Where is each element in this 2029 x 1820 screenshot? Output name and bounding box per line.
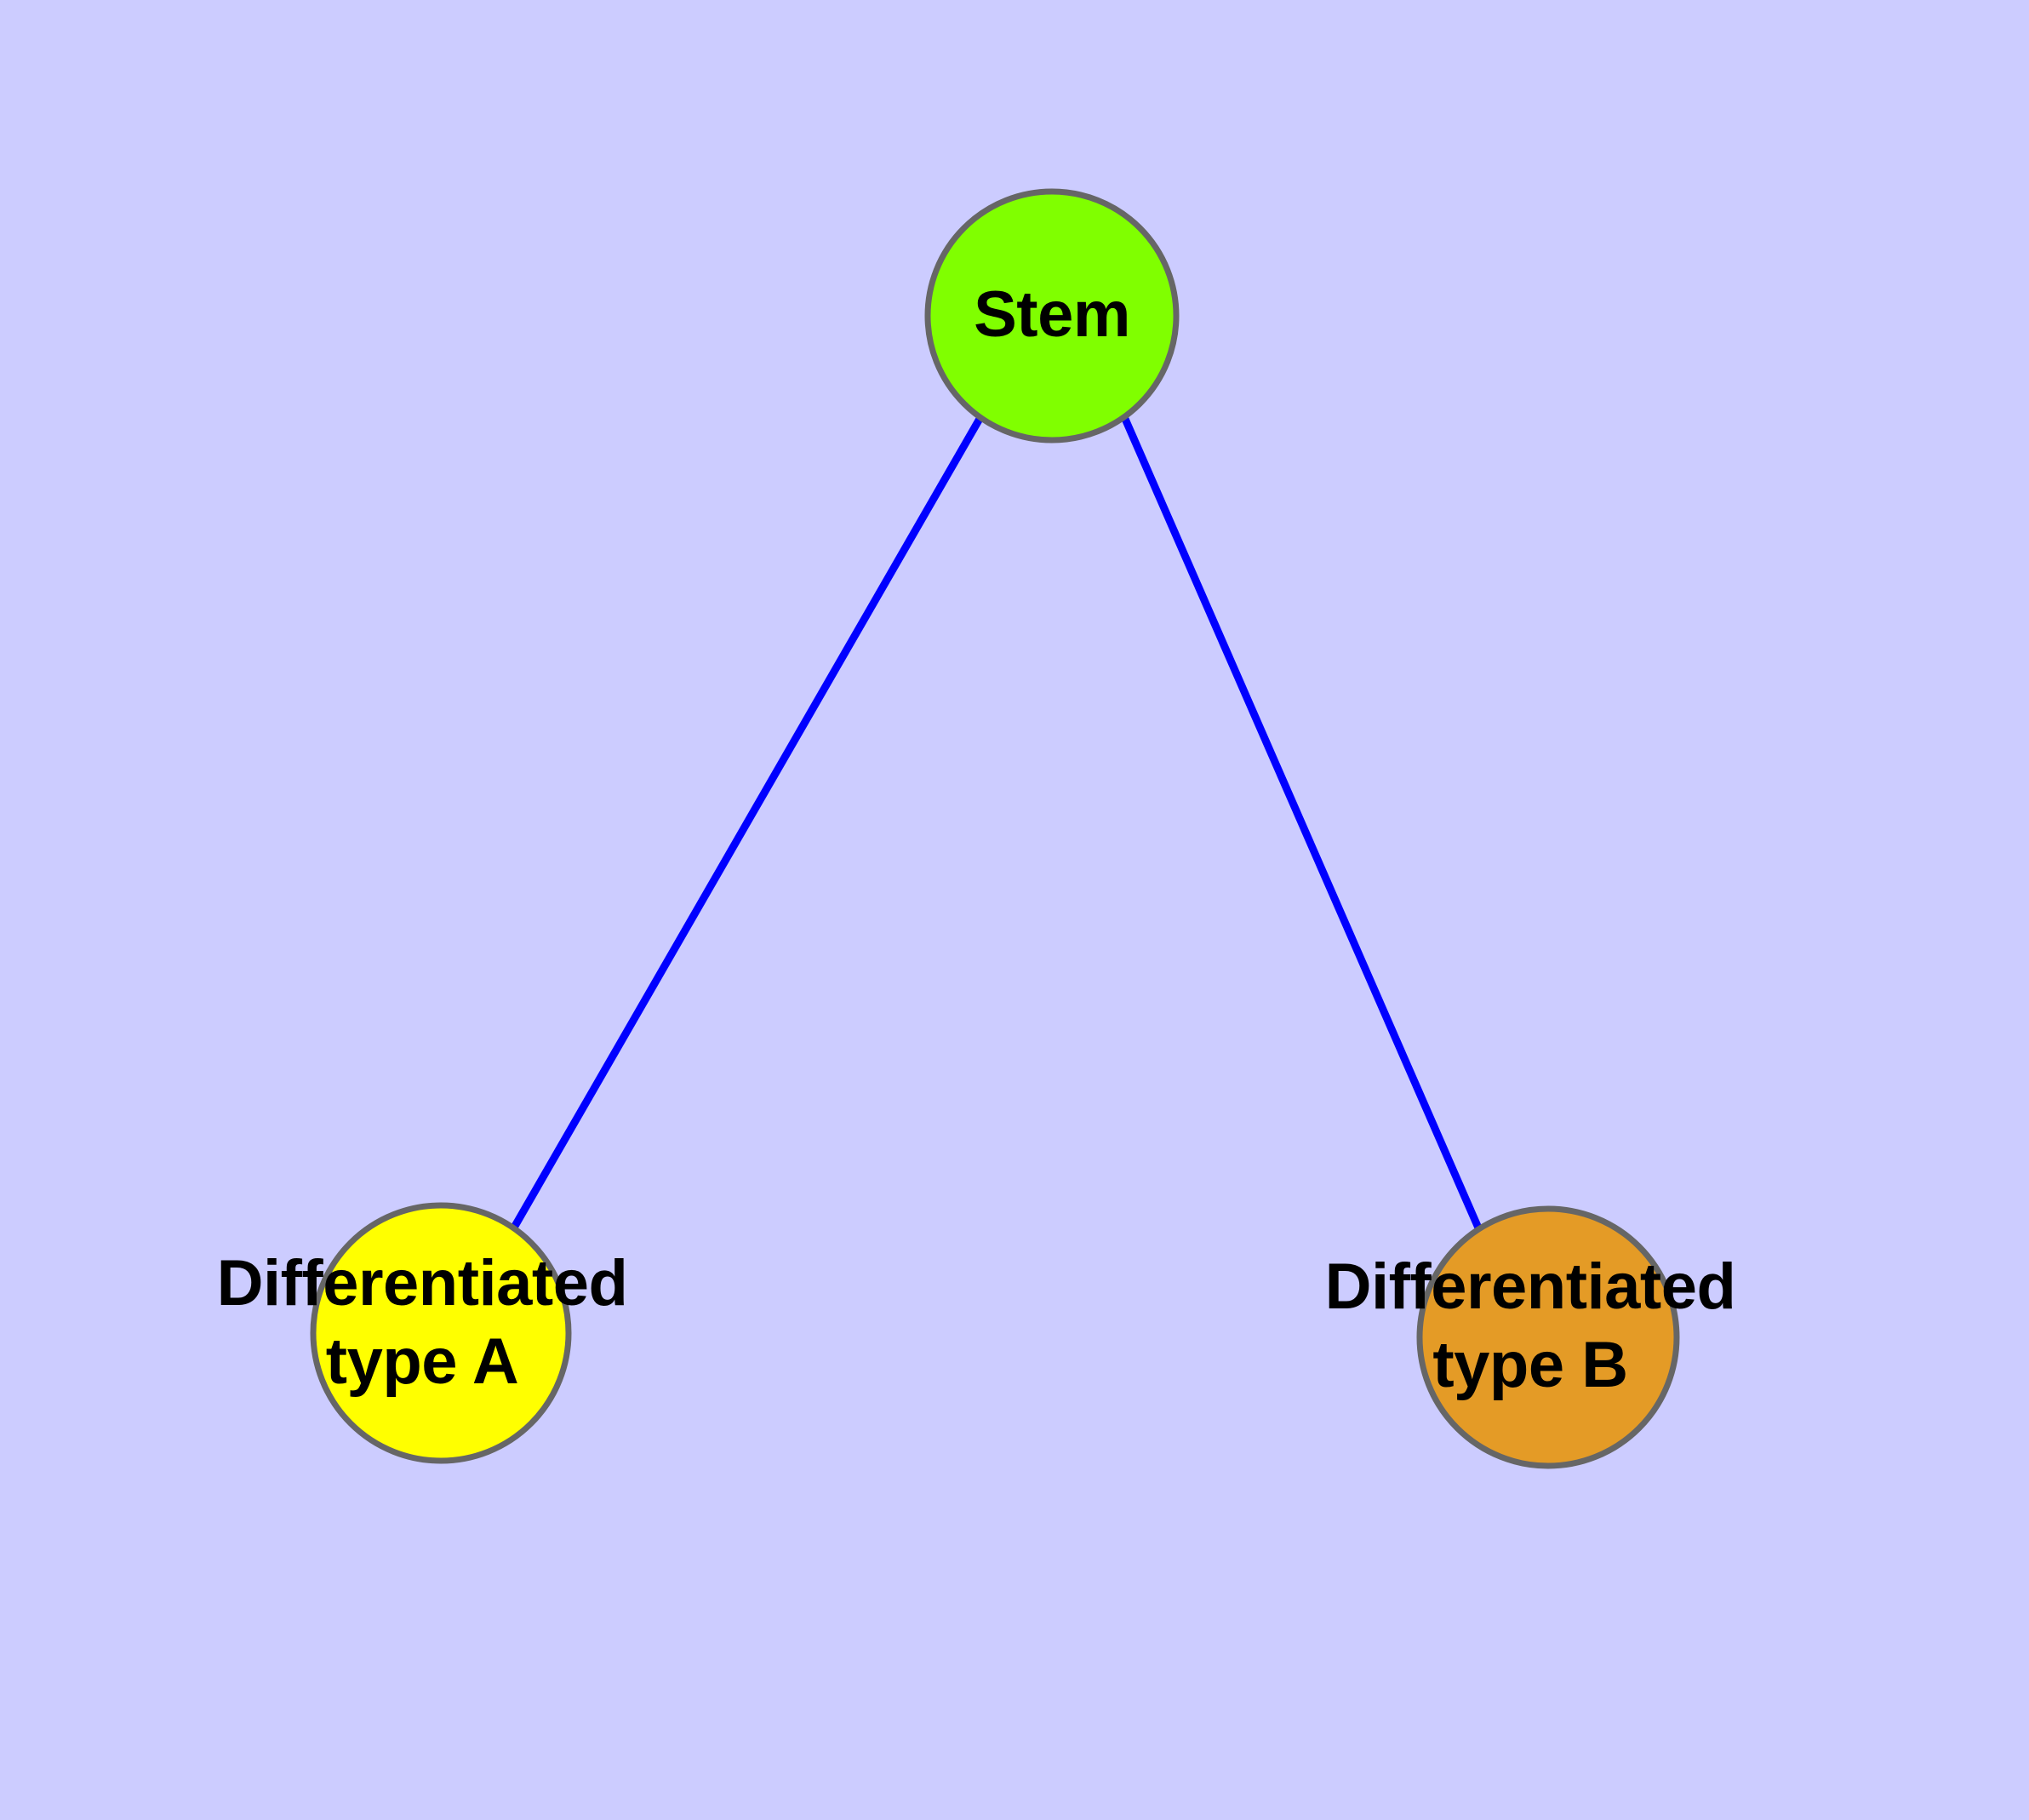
node-stem[interactable] <box>924 188 1180 444</box>
edge-stem-to-type-b[interactable] <box>1121 417 1484 1233</box>
node-diff-type-b[interactable] <box>1416 1205 1680 1469</box>
edge-layer <box>511 416 1484 1233</box>
edge-stem-to-type-a[interactable] <box>511 416 983 1230</box>
node-diff-type-a[interactable] <box>310 1202 572 1464</box>
node-layer <box>310 188 1680 1469</box>
